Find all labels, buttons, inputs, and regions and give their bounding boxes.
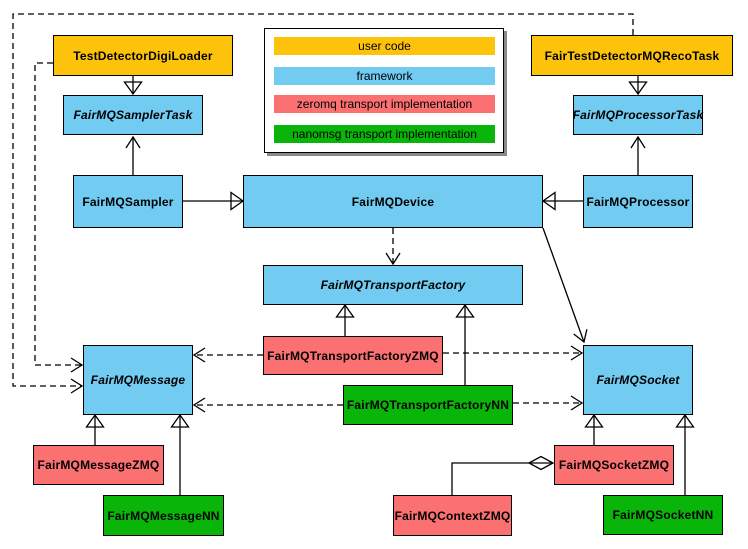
class-box-fairmqsamplertask: FairMQSamplerTask (63, 95, 203, 135)
class-label: FairMQMessageNN (107, 508, 220, 523)
class-label: FairMQDevice (351, 194, 435, 209)
legend-item-zeromq: zeromq transport implementation (274, 95, 495, 113)
legend-label: user code (358, 39, 411, 53)
class-box-fairmqcontextzmq: FairMQContextZMQ (393, 495, 512, 536)
class-box-fairmqmessagezmq: FairMQMessageZMQ (33, 445, 164, 485)
class-label: FairMQTransportFactoryNN (346, 398, 510, 412)
class-box-fairmqprocessor: FairMQProcessor (583, 175, 693, 228)
class-label: FairMQTransportFactory (320, 278, 466, 292)
class-box-testdetectordigiloader: TestDetectorDigiLoader (53, 35, 233, 76)
class-label: FairMQSampler (82, 194, 174, 209)
class-label: FairMQContextZMQ (394, 508, 511, 523)
class-box-fairmqsampler: FairMQSampler (73, 175, 183, 228)
class-box-fairmqdevice: FairMQDevice (243, 175, 543, 228)
class-box-fairmqtransportfactorynn: FairMQTransportFactoryNN (343, 385, 513, 425)
class-label: FairMQSocketNN (612, 508, 714, 522)
class-label: FairMQProcessorTask (572, 108, 704, 122)
class-box-fairmqtransportfactory: FairMQTransportFactory (263, 265, 523, 305)
class-box-fairmqmessagenn: FairMQMessageNN (103, 495, 224, 536)
class-label: FairMQMessageZMQ (37, 458, 160, 472)
class-label: FairMQProcessor (586, 194, 690, 209)
class-label: TestDetectorDigiLoader (73, 48, 213, 63)
class-label: FairMQMessage (90, 373, 186, 387)
edge-comp-contextzmq-socketzmq (451, 455, 555, 495)
legend-item-framework: framework (274, 67, 495, 85)
legend-label: framework (356, 69, 413, 83)
legend-label: nanomsg transport implementation (292, 127, 477, 141)
class-box-fairmqmessage: FairMQMessage (83, 345, 193, 415)
legend-item-nanomsg: nanomsg transport implementation (274, 125, 495, 143)
class-label: FairTestDetectorMQRecoTask (544, 48, 720, 63)
class-box-fairmqsocketnn: FairMQSocketNN (603, 495, 723, 535)
class-label: FairMQSocket (596, 373, 680, 387)
class-label: FairMQSocketZMQ (558, 458, 670, 472)
legend-item-user-code: user code (274, 37, 495, 55)
class-label: FairMQSamplerTask (73, 108, 193, 122)
class-box-fairtestdetectormqrecotask: FairTestDetectorMQRecoTask (531, 35, 733, 76)
class-label: FairMQTransportFactoryZMQ (267, 348, 439, 363)
class-box-fairmqtransportfactoryzmq: FairMQTransportFactoryZMQ (263, 336, 443, 375)
class-box-fairmqsocketzmq: FairMQSocketZMQ (554, 445, 674, 485)
legend-label: zeromq transport implementation (296, 97, 473, 111)
class-box-fairmqprocessortask: FairMQProcessorTask (573, 95, 703, 135)
edge-assoc-device-socket (542, 227, 588, 344)
legend: user code framework zeromq transport imp… (264, 28, 504, 153)
class-box-fairmqsocket: FairMQSocket (583, 345, 693, 415)
